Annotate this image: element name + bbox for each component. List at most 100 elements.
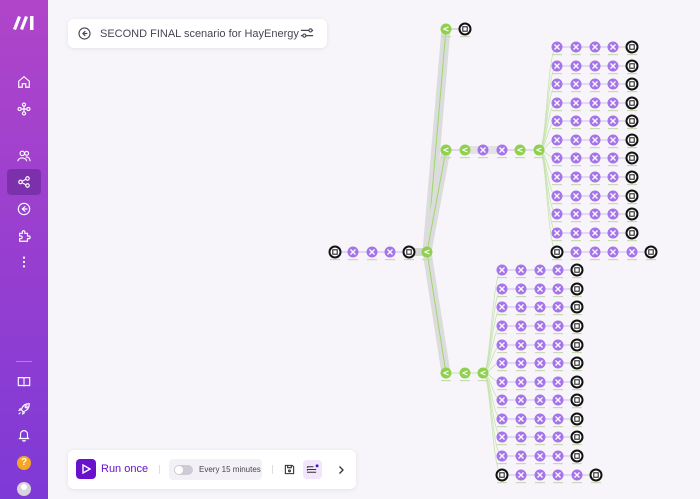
tool-module[interactable] [571, 469, 583, 484]
module-module[interactable] [570, 412, 584, 428]
tool-module[interactable] [496, 450, 508, 465]
tool-module[interactable] [589, 171, 601, 186]
sidebar-item-home[interactable] [7, 69, 41, 95]
module-module[interactable] [625, 170, 639, 186]
module-module[interactable] [570, 356, 584, 372]
module-module[interactable] [570, 338, 584, 354]
tool-module[interactable] [515, 283, 527, 298]
tool-module[interactable] [515, 413, 527, 428]
tool-module[interactable] [496, 264, 508, 279]
tool-module[interactable] [551, 190, 563, 205]
tool-module[interactable] [496, 376, 508, 391]
tool-module[interactable] [589, 97, 601, 112]
tool-module[interactable] [551, 171, 563, 186]
tool-module[interactable] [589, 227, 601, 242]
tool-module[interactable] [607, 246, 619, 261]
module-module[interactable] [550, 245, 564, 261]
tool-module[interactable] [534, 469, 546, 484]
tool-module[interactable] [551, 97, 563, 112]
tool-module[interactable] [607, 227, 619, 242]
module-module[interactable] [625, 114, 639, 130]
tool-module[interactable] [570, 152, 582, 167]
module-module[interactable] [625, 133, 639, 149]
sidebar-item-team[interactable] [7, 143, 41, 169]
tool-module[interactable] [570, 171, 582, 186]
tool-module[interactable] [551, 208, 563, 223]
module-module[interactable] [570, 263, 584, 279]
tool-module[interactable] [607, 41, 619, 56]
tool-module[interactable] [570, 78, 582, 93]
tool-module[interactable] [496, 431, 508, 446]
tool-module[interactable] [534, 413, 546, 428]
tool-module[interactable] [607, 208, 619, 223]
router-module[interactable] [514, 144, 526, 159]
tool-module[interactable] [534, 301, 546, 316]
tool-module[interactable] [552, 264, 564, 279]
tool-module[interactable] [515, 264, 527, 279]
router-module[interactable] [440, 23, 452, 38]
tool-module[interactable] [589, 190, 601, 205]
module-module[interactable] [625, 59, 639, 75]
router-module[interactable] [459, 367, 471, 382]
sidebar-item-whats-new[interactable] [7, 396, 41, 422]
tool-module[interactable] [515, 431, 527, 446]
tool-module[interactable] [534, 376, 546, 391]
module-module[interactable] [644, 245, 658, 261]
tool-module[interactable] [496, 283, 508, 298]
module-module[interactable] [570, 393, 584, 409]
tool-module[interactable] [607, 171, 619, 186]
flow-control-button[interactable] [303, 460, 322, 479]
tool-module[interactable] [607, 190, 619, 205]
tool-module[interactable] [570, 190, 582, 205]
module-module[interactable] [589, 468, 603, 484]
tool-module[interactable] [552, 394, 564, 409]
module-module[interactable] [402, 245, 416, 261]
tool-module[interactable] [570, 41, 582, 56]
tool-module[interactable] [589, 60, 601, 75]
tool-module[interactable] [552, 301, 564, 316]
tool-module[interactable] [589, 78, 601, 93]
sidebar-item-notifications[interactable] [7, 422, 41, 448]
tool-module[interactable] [589, 134, 601, 149]
sidebar-item-apps[interactable] [7, 223, 41, 249]
module-module[interactable] [625, 226, 639, 242]
sidebar-item-docs[interactable] [7, 369, 41, 395]
tool-module[interactable] [515, 339, 527, 354]
scenario-canvas[interactable] [48, 0, 700, 499]
module-module[interactable] [570, 300, 584, 316]
tool-module[interactable] [607, 97, 619, 112]
tool-module[interactable] [570, 115, 582, 130]
tool-module[interactable] [496, 339, 508, 354]
tool-module[interactable] [607, 78, 619, 93]
tool-module[interactable] [589, 208, 601, 223]
tool-module[interactable] [534, 394, 546, 409]
module-module[interactable] [570, 449, 584, 465]
tool-module[interactable] [570, 97, 582, 112]
tool-module[interactable] [570, 227, 582, 242]
router-module[interactable] [477, 367, 489, 382]
make-logo-icon[interactable] [12, 12, 36, 32]
schedule-toggle[interactable]: Every 15 minutes [169, 459, 262, 480]
tool-module[interactable] [515, 469, 527, 484]
router-module[interactable] [440, 367, 452, 382]
router-module[interactable] [440, 144, 452, 159]
module-module[interactable] [328, 245, 342, 261]
tool-module[interactable] [384, 246, 396, 261]
tool-module[interactable] [534, 357, 546, 372]
tool-module[interactable] [496, 144, 508, 159]
tool-module[interactable] [515, 394, 527, 409]
tool-module[interactable] [570, 134, 582, 149]
expand-button[interactable] [331, 460, 350, 479]
module-module[interactable] [625, 40, 639, 56]
tool-module[interactable] [534, 264, 546, 279]
tool-module[interactable] [551, 115, 563, 130]
tool-module[interactable] [626, 246, 638, 261]
tool-module[interactable] [534, 339, 546, 354]
tool-module[interactable] [496, 394, 508, 409]
tool-module[interactable] [570, 60, 582, 75]
tool-module[interactable] [570, 208, 582, 223]
sidebar-item-connections[interactable] [7, 196, 41, 222]
tool-module[interactable] [366, 246, 378, 261]
tool-module[interactable] [589, 246, 601, 261]
tool-module[interactable] [607, 115, 619, 130]
